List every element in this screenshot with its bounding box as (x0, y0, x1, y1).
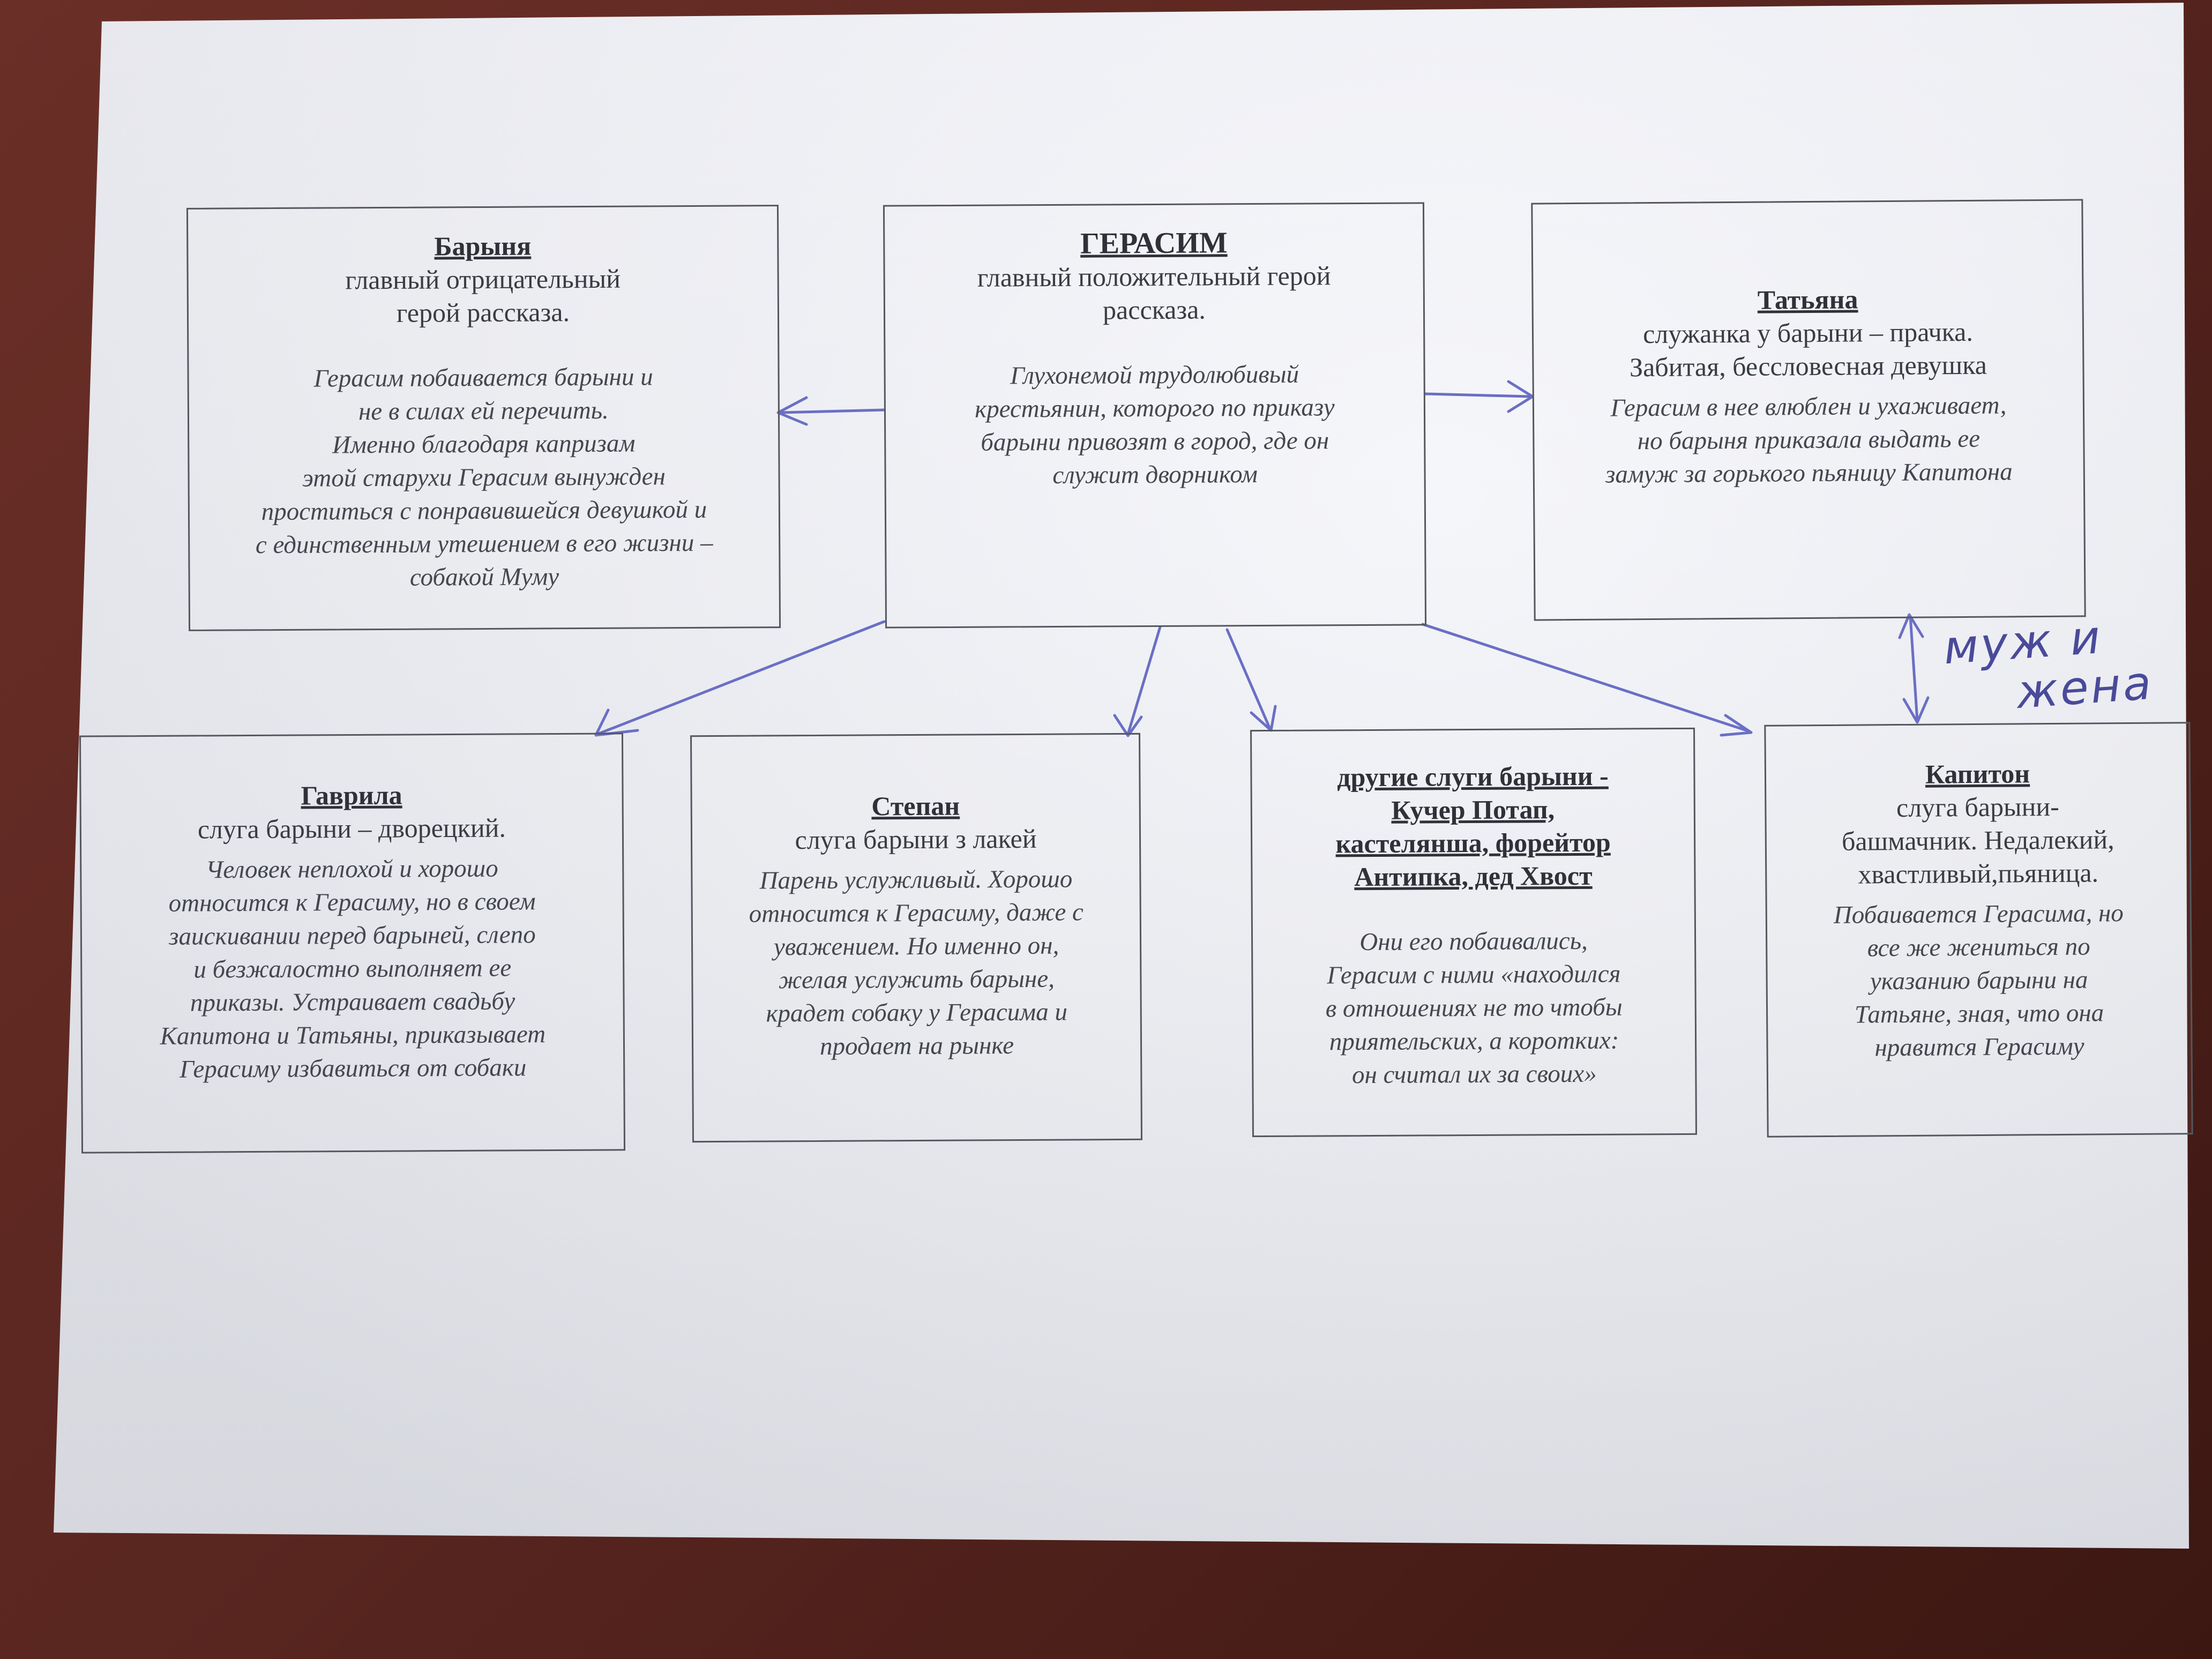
arrowhead-down (1902, 696, 1930, 724)
barynya-box: Барыня главный отрицательный герой расск… (186, 205, 781, 631)
tatyana-role: служанка у барыни – прачка. Забитая, бес… (1629, 316, 1987, 383)
arrowhead-barynya (776, 396, 808, 426)
gerasim-name: ГЕРАСИМ (1080, 226, 1228, 260)
handwritten-note: муж и жена (1942, 609, 2155, 722)
gavrila-description: Человек неплохой и хорошо относится к Ге… (160, 854, 546, 1083)
arrowhead-stepan (1113, 714, 1143, 737)
tatyana-box: Татьяна служанка у барыни – прачка. Заби… (1531, 199, 2086, 621)
arrowhead-tatyana (1507, 380, 1534, 413)
gerasim-role: главный положительный герой рассказа. (977, 260, 1331, 325)
arrowhead-gavrila (594, 708, 639, 737)
gavrila-box: Гаврила слуга барыни – дворецкий. Челове… (79, 733, 626, 1154)
arrow-to-tatyana (1424, 392, 1531, 398)
gavrila-name: Гаврила (301, 780, 402, 811)
stepan-name: Степан (871, 790, 960, 821)
kapiton-role: слуга барыни- башмачник. Недалекий, хвас… (1841, 791, 2114, 890)
stepan-box: Степан слуга барыни з лакей Парень услуж… (690, 733, 1142, 1143)
kapiton-name: Капитон (1925, 758, 2030, 789)
handwritten-note-line2: жена (2014, 656, 2155, 720)
other-servants-names: другие слуги барыни - Кучер Потап, касте… (1335, 760, 1611, 892)
arrow-to-kapiton (1421, 623, 1751, 733)
barynya-description: Герасим побаивается барыни и не в силах … (255, 363, 713, 592)
arrow-to-others (1225, 628, 1272, 730)
arrow-to-gavrila (596, 620, 886, 736)
tatyana-name: Татьяна (1757, 284, 1858, 315)
barynya-role: главный отрицательный герой рассказа. (345, 263, 621, 328)
other-servants-description: Они его побаивались, Герасим с ними «нах… (1325, 926, 1623, 1089)
stepan-description: Парень услужливый. Хорошо относится к Ге… (749, 865, 1083, 1060)
arrowhead-up (1898, 613, 1924, 639)
barynya-name: Барыня (434, 230, 532, 261)
kapiton-description: Побаивается Герасима, но все же жениться… (1833, 899, 2124, 1062)
gerasim-description: Глухонемой трудолюбивый крестьянин, кото… (975, 360, 1335, 489)
kapiton-box: Капитон слуга барыни- башмачник. Недалек… (1764, 722, 2193, 1138)
stepan-role: слуга барыни з лакей (795, 823, 1037, 855)
arrow-to-barynya (778, 408, 886, 414)
tatyana-description: Герасим в нее влюблен и ухаживает, но ба… (1605, 391, 2013, 489)
gavrila-role: слуга барыни – дворецкий. (197, 812, 506, 845)
arrowhead-kapiton (1720, 714, 1753, 737)
other-servants-box: другие слуги барыни - Кучер Потап, касте… (1250, 727, 1697, 1138)
arrowhead-others (1250, 705, 1277, 732)
arrow-tatyana-kapiton (1909, 615, 1919, 722)
gerasim-box: ГЕРАСИМ главный положительный герой расс… (883, 202, 1427, 629)
arrow-to-stepan (1126, 625, 1162, 736)
